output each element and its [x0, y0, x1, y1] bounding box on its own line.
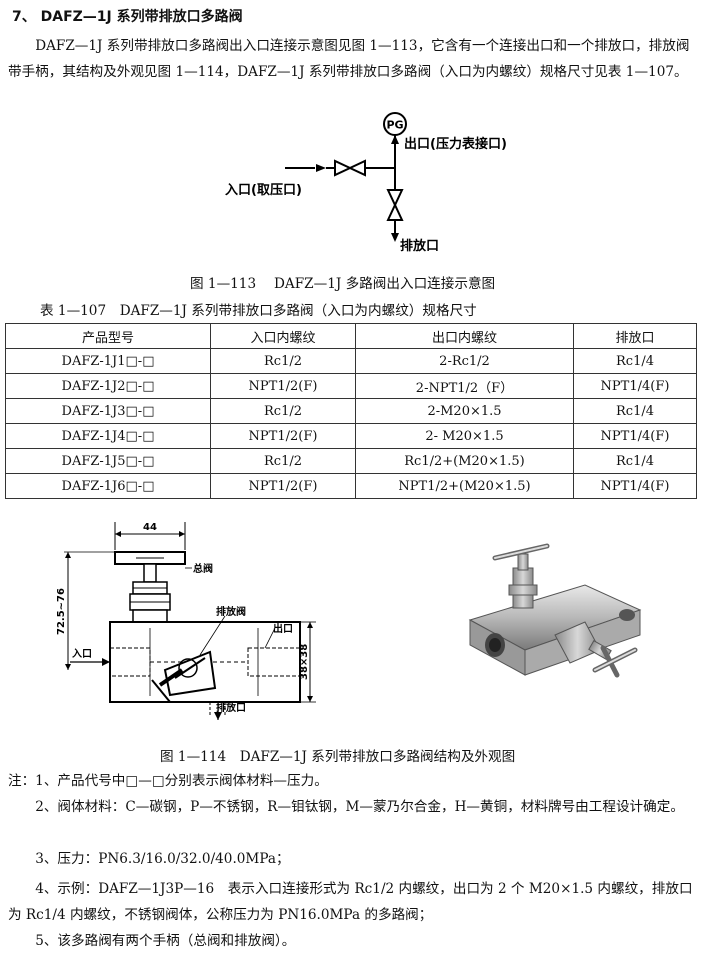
table-header-row: 产品型号 入口内螺纹 出口内螺纹 排放口 — [5, 323, 697, 349]
valve-structure-drawing: 44 72.5~76 38×38 总阀 排放阀 出口 入口 排放口 — [56, 522, 316, 720]
drain-valve-symbol — [386, 189, 404, 208]
main-valve-symbol — [334, 159, 353, 177]
col-model: 产品型号 — [5, 323, 211, 349]
cell-inlet: Rc1/2 — [210, 348, 356, 374]
table-row: DAFZ-1J4□-□ NPT1/2(F) 2- M20×1.5 NPT1/4(… — [5, 423, 697, 449]
note-2: 2、阀体材料：C—碳钢，P—不锈钢，R—钼钛钢，M—蒙乃尔合金，H—黄铜，材料牌… — [35, 799, 684, 815]
table-row: DAFZ-1J2□-□ NPT1/2(F) 2-NPT1/2（F） NPT1/4… — [5, 373, 697, 399]
cell-outlet: 2-Rc1/2 — [355, 348, 574, 374]
drain-label: 排放口 — [400, 238, 439, 253]
table-row: DAFZ-1J3□-□ Rc1/2 2-M20×1.5 Rc1/4 — [5, 398, 697, 424]
cell-outlet: 2-NPT1/2（F） — [355, 373, 574, 399]
drain-valve-label: 排放阀 — [216, 605, 246, 618]
dim-body: 38×38 — [299, 644, 310, 680]
section-heading: 7、 DAFZ—1J 系列带排放口多路阀 — [12, 9, 243, 25]
col-inlet-thread: 入口内螺纹 — [210, 323, 356, 349]
cell-outlet: NPT1/2+(M20×1.5) — [355, 473, 574, 499]
table-row: DAFZ-1J1□-□ Rc1/2 2-Rc1/2 Rc1/4 — [5, 348, 697, 374]
cell-outlet: 2- M20×1.5 — [355, 423, 574, 449]
cell-drain: Rc1/4 — [573, 448, 697, 474]
outlet-label: 出口 — [273, 622, 293, 635]
inlet-arrow — [316, 164, 326, 172]
main-valve-label: 总阀 — [193, 562, 213, 575]
cell-model: DAFZ-1J2□-□ — [5, 373, 211, 399]
connection-schematic: PG 出口(压力表接口) 入口(取压口) 排放口 — [225, 112, 507, 253]
table-row: DAFZ-1J6□-□ NPT1/2(F) NPT1/2+(M20×1.5) N… — [5, 473, 697, 499]
drain-arrow — [391, 233, 399, 242]
figure-113-caption: 图 1—113 DAFZ—1J 多路阀出入口连接示意图 — [190, 276, 496, 292]
pg-label: PG — [386, 119, 403, 132]
col-drain: 排放口 — [573, 323, 697, 349]
dim-width: 44 — [143, 522, 157, 533]
cell-drain: NPT1/4(F) — [573, 373, 697, 399]
dim-height: 72.5~76 — [56, 588, 67, 635]
intro-paragraph: DAFZ—1J 系列带排放口多路阀出入口连接示意图见图 1—113，它含有一个连… — [8, 38, 690, 80]
table-caption: 表 1—107 DAFZ—1J 系列带排放口多路阀（入口为内螺纹）规格尺寸 — [40, 303, 477, 319]
inlet-label: 入口 — [72, 648, 92, 660]
outlet-arrow — [391, 135, 399, 144]
cell-model: DAFZ-1J6□-□ — [5, 473, 211, 499]
valve-product-photo — [468, 543, 642, 678]
cell-drain: Rc1/4 — [573, 348, 697, 374]
note-5: 5、该多路阀有两个手柄（总阀和排放阀）。 — [35, 933, 296, 949]
col-outlet-thread: 出口内螺纹 — [355, 323, 574, 349]
cell-inlet: NPT1/2(F) — [210, 373, 356, 399]
note-1: 注：1、产品代号中□—□分别表示阀体材料—压力。 — [8, 773, 328, 789]
outlet-label: 出口(压力表接口) — [404, 136, 507, 152]
spec-table: 产品型号 入口内螺纹 出口内螺纹 排放口 DAFZ-1J1□-□ Rc1/2 2… — [5, 323, 697, 499]
note-3: 3、压力：PN6.3/16.0/32.0/40.0MPa； — [35, 851, 290, 867]
cell-outlet: 2-M20×1.5 — [355, 398, 574, 424]
cell-drain: NPT1/4(F) — [573, 473, 697, 499]
cell-inlet: NPT1/2(F) — [210, 473, 356, 499]
figure-114-caption: 图 1—114 DAFZ—1J 系列带排放口多路阀结构及外观图 — [160, 749, 516, 765]
table-row: DAFZ-1J5□-□ Rc1/2 Rc1/2+(M20×1.5) Rc1/4 — [5, 448, 697, 474]
cell-outlet: Rc1/2+(M20×1.5) — [355, 448, 574, 474]
cell-model: DAFZ-1J1□-□ — [5, 348, 211, 374]
cell-drain: NPT1/4(F) — [573, 423, 697, 449]
inlet-label: 入口(取压口) — [225, 183, 302, 198]
cell-model: DAFZ-1J3□-□ — [5, 398, 211, 424]
drain-label: 排放口 — [216, 701, 246, 714]
cell-inlet: NPT1/2(F) — [210, 423, 356, 449]
cell-inlet: Rc1/2 — [210, 398, 356, 424]
cell-model: DAFZ-1J4□-□ — [5, 423, 211, 449]
cell-model: DAFZ-1J5□-□ — [5, 448, 211, 474]
cell-inlet: Rc1/2 — [210, 448, 356, 474]
note-4: 4、示例：DAFZ—1J3P—16 表示入口连接形式为 Rc1/2 内螺纹，出口… — [8, 881, 693, 923]
cell-drain: Rc1/4 — [573, 398, 697, 424]
